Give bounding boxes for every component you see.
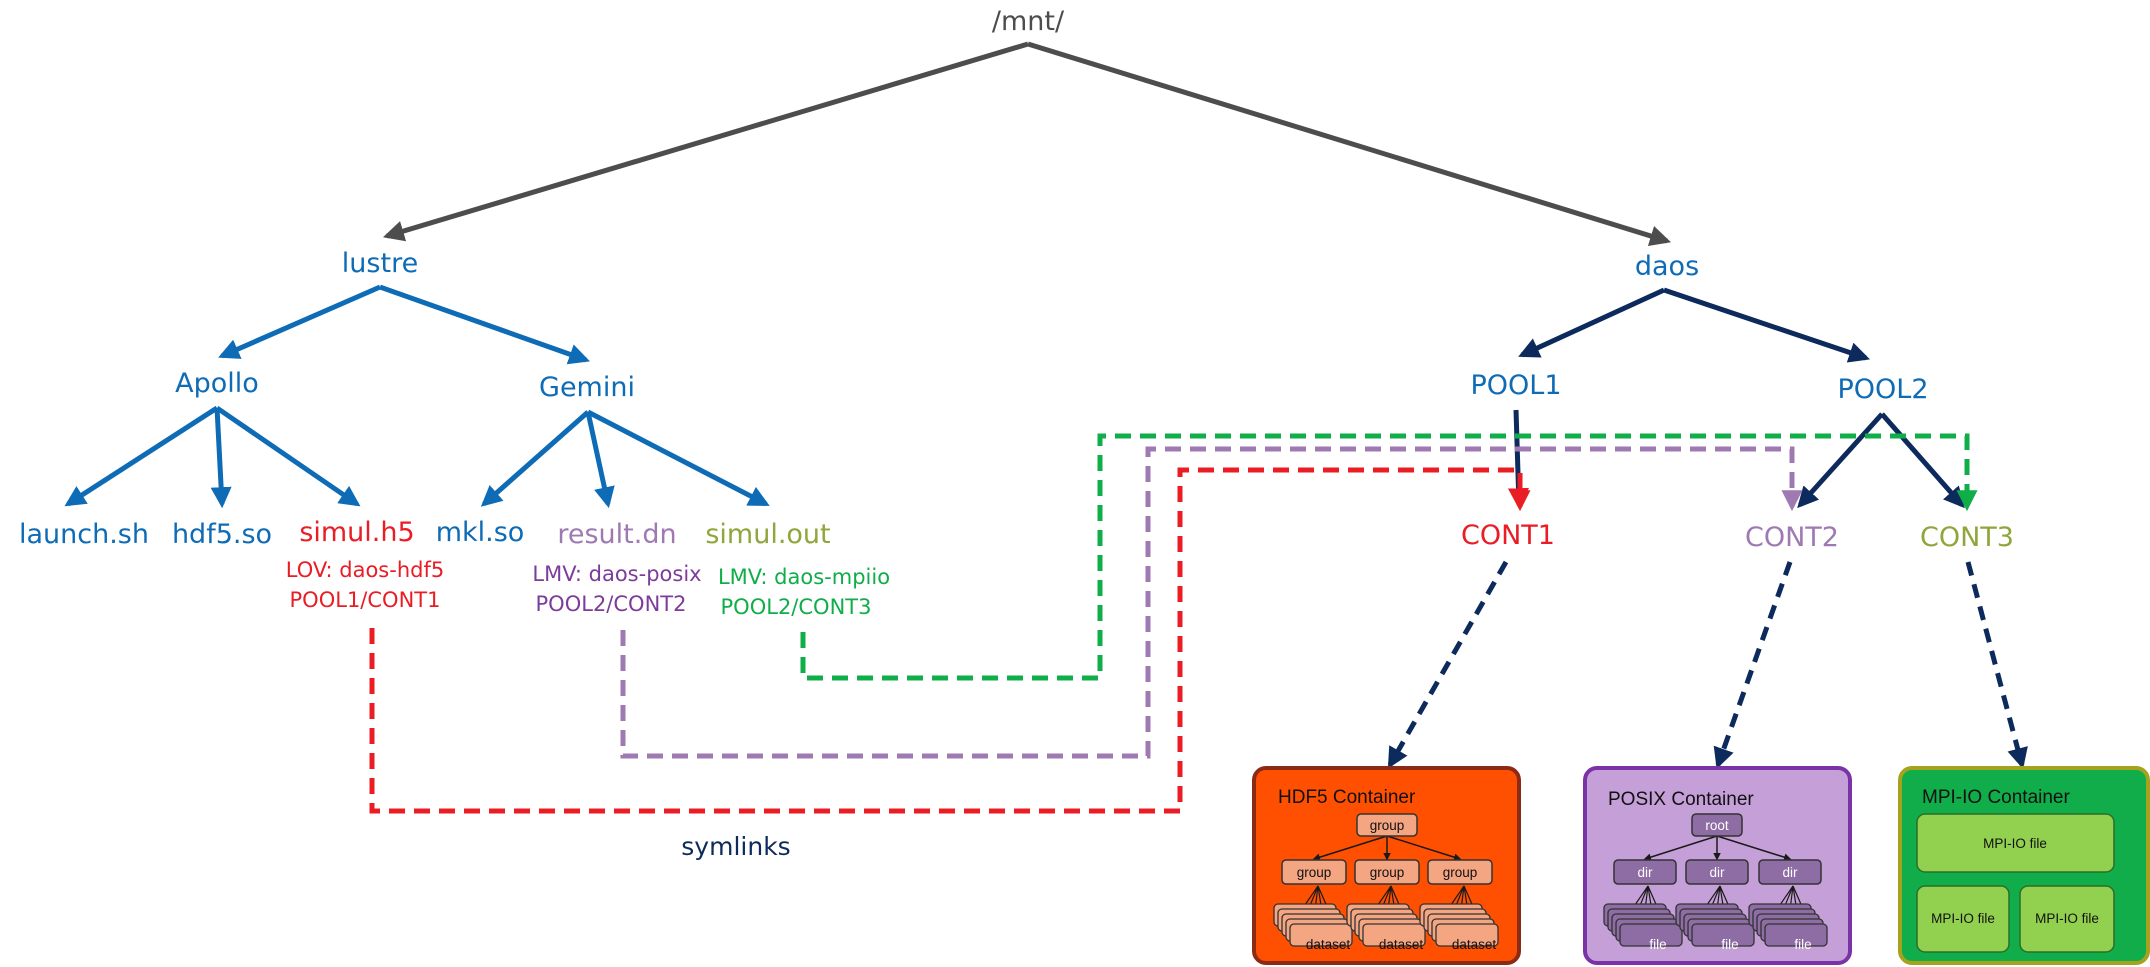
mpiio-file-1: MPI-IO file [1916, 813, 2115, 873]
mpiio-container-title: MPI-IO Container [1922, 787, 2070, 808]
svg-text:root: root [1705, 818, 1729, 833]
hdf5-dataset-leaf-label: dataset [1452, 937, 1497, 952]
hdf5-group-2: group [1354, 859, 1420, 885]
simulh5-path: POOL1/CONT1 [290, 588, 441, 612]
svg-text:group: group [1370, 865, 1405, 880]
node-gemini: Gemini [539, 372, 635, 403]
symlinks-label: symlinks [681, 832, 790, 861]
simulh5-lov: LOV: daos-hdf5 [286, 558, 444, 582]
symlink-red [369, 467, 1531, 814]
hdf5-group-3: group [1427, 859, 1493, 885]
node-hdf5so: hdf5.so [172, 519, 272, 550]
node-resultdn: result.dn [557, 519, 676, 550]
hdf5-dataset-stack-1: dataset [1273, 885, 1353, 952]
simulout-lmv: LMV: daos-mpiio [718, 565, 890, 589]
posix-dir-1: dir [1613, 859, 1677, 885]
posix-file-leaf-label: file [1721, 937, 1738, 952]
link-cont3-mpiio [1965, 561, 2028, 770]
node-launch: launch.sh [19, 519, 149, 550]
mpiio-file-2: MPI-IO file [1916, 885, 2010, 953]
svg-text:group: group [1370, 818, 1405, 833]
hdf5-dataset-stacks: dataset dataset dataset [1273, 885, 1499, 952]
hdf5-group-1: group [1281, 859, 1347, 885]
hdf5-root-node: group [1356, 813, 1418, 837]
posix-file-stacks: file file file [1603, 885, 1828, 952]
svg-text:group: group [1443, 865, 1478, 880]
node-simulh5: simul.h5 [299, 517, 414, 548]
svg-text:dir: dir [1637, 865, 1653, 880]
node-cont2: CONT2 [1745, 522, 1839, 553]
node-mklso: mkl.so [436, 517, 525, 548]
simulout-path: POOL2/CONT3 [721, 595, 872, 619]
edge-gemini-resultdn [585, 411, 615, 509]
hdf5-container: HDF5 Container group group group group d… [1252, 766, 1521, 965]
posix-root-node: root [1691, 813, 1743, 837]
svg-text:MPI-IO file: MPI-IO file [1983, 836, 2047, 851]
hdf5-container-title: HDF5 Container [1278, 787, 1416, 808]
mpiio-container: MPI-IO Container MPI-IO file MPI-IO file… [1898, 766, 2150, 965]
resultdn-path: POOL2/CONT2 [536, 592, 687, 616]
hdf5-tree-edges [1312, 835, 1462, 861]
edge-apollo-launch [64, 405, 219, 507]
svg-text:dir: dir [1782, 865, 1798, 880]
symlink-green [800, 433, 1978, 681]
hdf5-dataset-stack-2: dataset [1346, 885, 1426, 952]
posix-file-leaf-label: file [1794, 937, 1811, 952]
node-lustre: lustre [342, 248, 418, 279]
edge-pool1-cont1 [1507, 409, 1529, 510]
container-links [1387, 560, 2028, 770]
hdf5-dataset-leaf-label: dataset [1379, 937, 1424, 952]
edge-lustre-gemini [379, 284, 590, 365]
svg-text:MPI-IO file: MPI-IO file [1931, 911, 1995, 926]
link-cont2-posix [1713, 561, 1793, 769]
node-apollo: Apollo [175, 368, 259, 399]
hdf5-dataset-stack-3: dataset [1419, 885, 1499, 952]
posix-dir-3: dir [1758, 859, 1822, 885]
node-daos: daos [1635, 251, 1699, 282]
edge-pool2-cont2 [1797, 412, 1884, 509]
mpiio-file-3: MPI-IO file [2019, 885, 2115, 953]
node-simulout: simul.out [705, 519, 830, 550]
edges-root [382, 41, 1672, 247]
link-cont1-hdf5 [1387, 560, 1509, 769]
svg-text:dir: dir [1709, 865, 1725, 880]
posix-container-title: POSIX Container [1608, 789, 1754, 810]
edge-daos-pool1 [1518, 287, 1666, 358]
node-mnt: /mnt/ [992, 6, 1065, 37]
posix-file-stack-1: file [1603, 885, 1683, 952]
edges-lustre [64, 284, 770, 509]
symlink-lavender [620, 446, 1803, 759]
svg-text:group: group [1297, 865, 1332, 880]
edge-gemini-mklso [480, 410, 590, 507]
annotations: LOV: daos-hdf5 POOL1/CONT1 LMV: daos-pos… [286, 558, 890, 861]
edge-pool2-cont3 [1880, 412, 1965, 509]
posix-tree-edges [1643, 835, 1792, 861]
edge-mnt-lustre [382, 41, 1029, 242]
symlink-paths [369, 433, 1978, 814]
node-labels: /mnt/ lustre daos Apollo Gemini launch.s… [19, 6, 2014, 553]
posix-file-leaf-label: file [1649, 937, 1666, 952]
node-pool2: POOL2 [1837, 374, 1928, 405]
node-cont3: CONT3 [1920, 522, 2014, 553]
node-pool1: POOL1 [1470, 370, 1561, 401]
edge-daos-pool2 [1663, 287, 1870, 363]
posix-dir-2: dir [1685, 859, 1749, 885]
hdf5-dataset-leaf-label: dataset [1306, 937, 1351, 952]
node-cont1: CONT1 [1461, 520, 1555, 551]
edges-daos [1518, 287, 1965, 509]
resultdn-lmv: LMV: daos-posix [532, 562, 701, 586]
edge-apollo-hdf5so [210, 407, 232, 509]
posix-file-stack-3: file [1748, 885, 1828, 952]
edge-lustre-apollo [218, 284, 382, 359]
edge-mnt-daos [1027, 41, 1672, 247]
edge-apollo-simulh5 [215, 405, 361, 507]
edge-gemini-simulout [586, 409, 770, 507]
svg-text:MPI-IO file: MPI-IO file [2035, 911, 2099, 926]
posix-file-stack-2: file [1675, 885, 1755, 952]
